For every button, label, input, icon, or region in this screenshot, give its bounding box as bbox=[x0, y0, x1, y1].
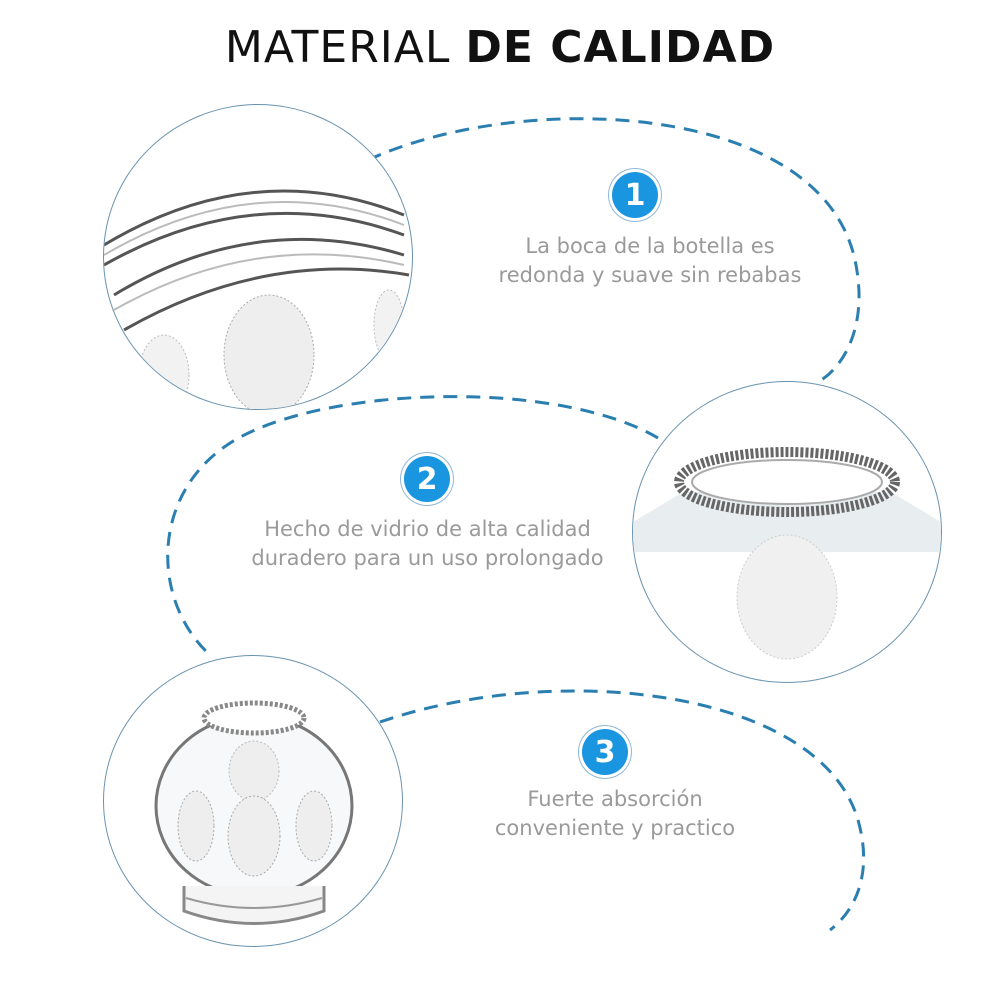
bottle-mouth-closeup-image bbox=[103, 104, 413, 410]
feature-3-description: Fuerte absorción conveniente y practico bbox=[455, 785, 775, 843]
glass-rim-closeup-image bbox=[632, 381, 942, 683]
feature-1-description: La boca de la botella es redonda y suave… bbox=[440, 232, 860, 290]
title-light: MATERIAL bbox=[224, 22, 466, 73]
step-3-number: 3 bbox=[594, 734, 616, 770]
title-bold: DE CALIDAD bbox=[465, 22, 776, 73]
cupping-jar-full-image bbox=[103, 655, 403, 947]
step-3-badge: 3 bbox=[582, 729, 628, 775]
feature-3-line2: conveniente y practico bbox=[494, 816, 736, 840]
feature-1-line2: redonda y suave sin rebabas bbox=[498, 263, 802, 287]
glass-rings-illustration bbox=[104, 189, 410, 409]
step-1-badge: 1 bbox=[612, 172, 658, 218]
page-title: MATERIAL DE CALIDAD bbox=[0, 22, 1000, 73]
feature-2-description: Hecho de vidrio de alta calidad duradero… bbox=[200, 515, 655, 573]
cupping-jar-illustration bbox=[154, 700, 354, 925]
step-1-number: 1 bbox=[624, 177, 646, 213]
step-2-number: 2 bbox=[416, 461, 438, 497]
feature-2-line2: duradero para un uso prolongado bbox=[251, 546, 604, 570]
glass-rim-illustration bbox=[633, 447, 941, 660]
feature-1-line1: La boca de la botella es bbox=[525, 234, 775, 258]
feature-2-line1: Hecho de vidrio de alta calidad bbox=[264, 517, 591, 541]
step-2-badge: 2 bbox=[404, 456, 450, 502]
feature-3-line1: Fuerte absorción bbox=[527, 787, 703, 811]
